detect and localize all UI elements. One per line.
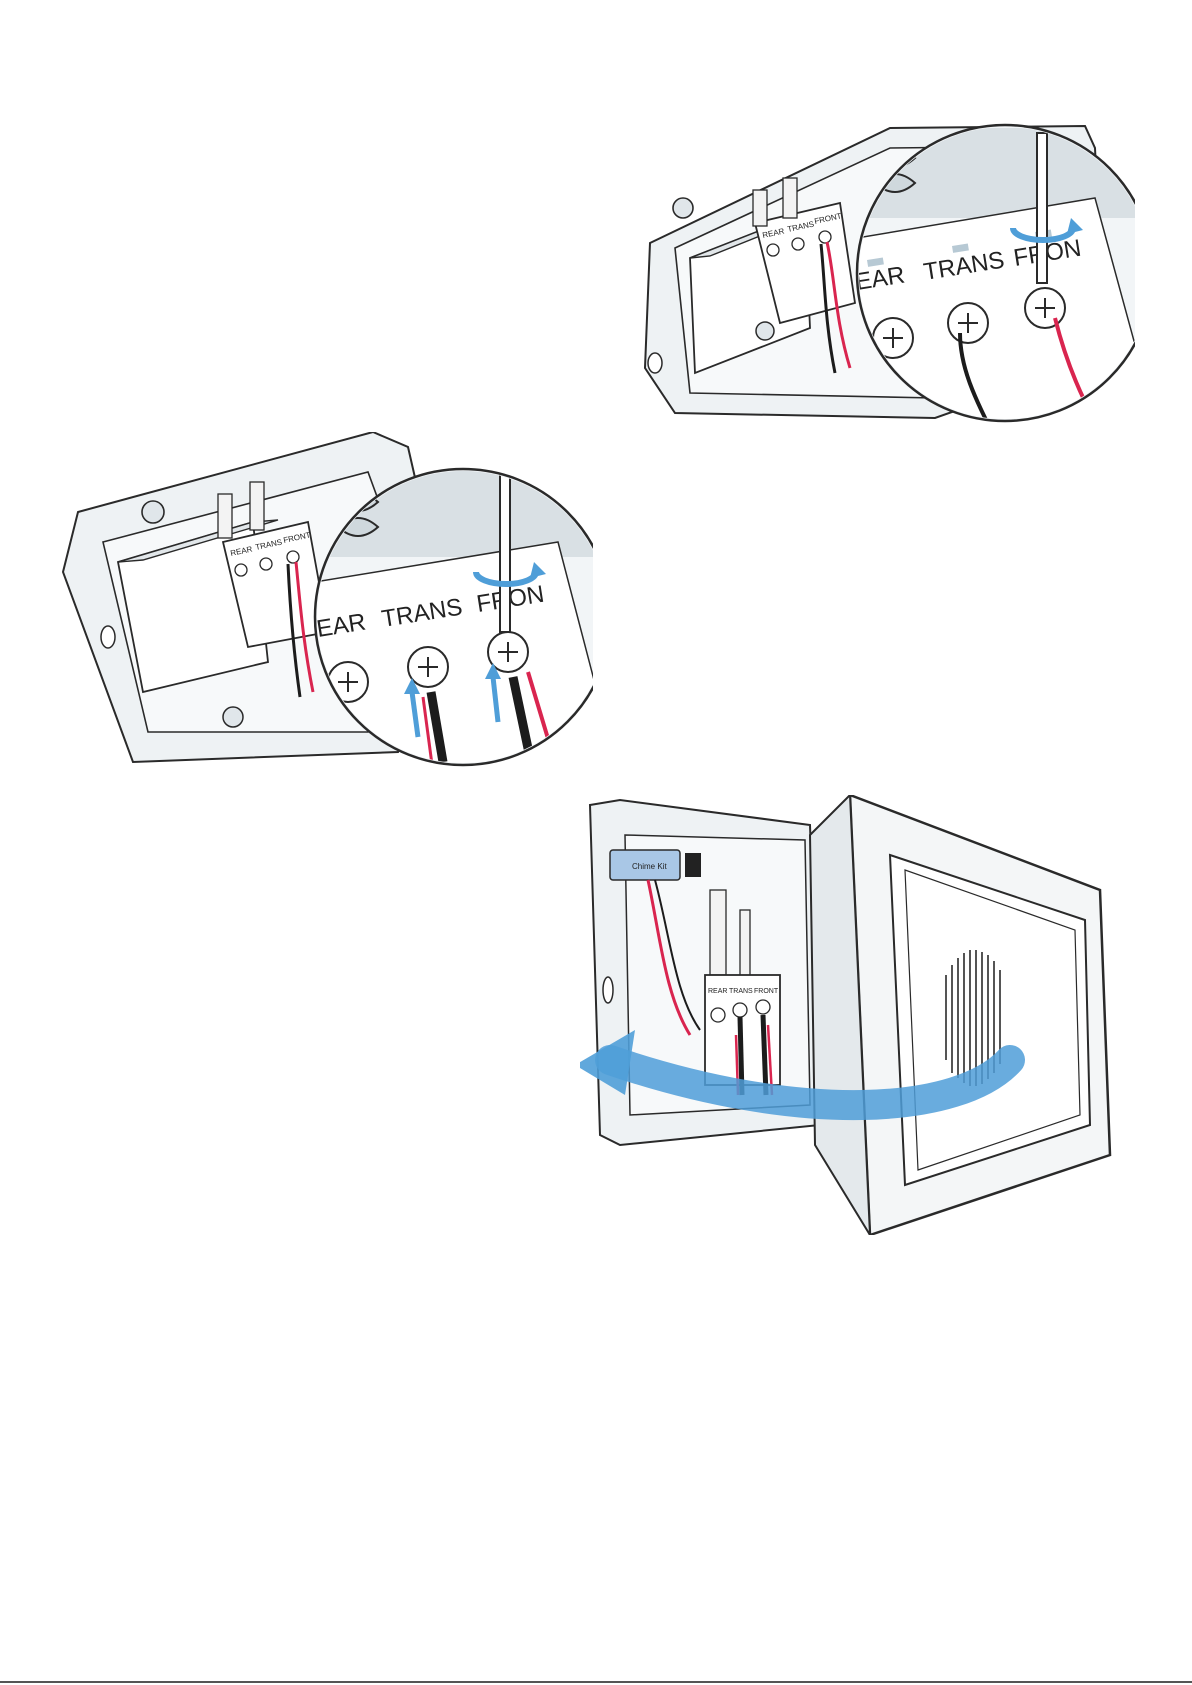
screw-trans-icon <box>733 1003 747 1017</box>
doorbell-cover-illustration: Chime Kit REAR TRANS FRONT <box>580 795 1128 1235</box>
screw-trans-icon <box>792 238 804 250</box>
mount-screw-icon <box>142 501 164 523</box>
spring-post <box>740 910 750 980</box>
screw-front-icon <box>756 1000 770 1014</box>
mount-screw-icon <box>673 198 693 218</box>
screw-rear-icon <box>711 1008 725 1022</box>
screw-front-icon <box>819 231 831 243</box>
spring-post <box>250 482 264 530</box>
doorbell-housing-illustration: REAR TRANS FRONT EAR TRANS FRON <box>38 432 593 774</box>
screwdriver-icon <box>1037 133 1047 283</box>
mount-hole-icon <box>603 977 613 1003</box>
terminal-label-front: FRONT <box>754 988 779 995</box>
spring-post <box>218 494 232 538</box>
screw-rear-icon <box>235 564 247 576</box>
terminal-label-trans: TRANS <box>729 988 753 995</box>
diagram-step-attach-cover: Chime Kit REAR TRANS FRONT <box>580 795 1128 1235</box>
module-label: Chime Kit <box>632 862 667 871</box>
terminal-label-rear: REAR <box>708 988 727 995</box>
doorbell-housing-illustration: REAR TRANS FRONT EAR TRANS FRON <box>635 118 1135 436</box>
diagram-step-tighten-front: REAR TRANS FRONT EAR TRANS FRON <box>635 118 1135 436</box>
diagram-step-insert-wires: REAR TRANS FRONT EAR TRANS FRON <box>38 432 593 774</box>
spring-post <box>710 890 726 975</box>
screw-trans-icon <box>260 558 272 570</box>
spring-post <box>753 190 767 226</box>
page-edge-divider <box>0 1681 1192 1683</box>
mount-hole-icon <box>101 626 115 648</box>
spring-post <box>783 178 797 218</box>
screw-front-icon <box>287 551 299 563</box>
screwdriver-icon <box>500 472 510 632</box>
mount-hole-icon <box>648 353 662 373</box>
screw-rear-icon <box>767 244 779 256</box>
